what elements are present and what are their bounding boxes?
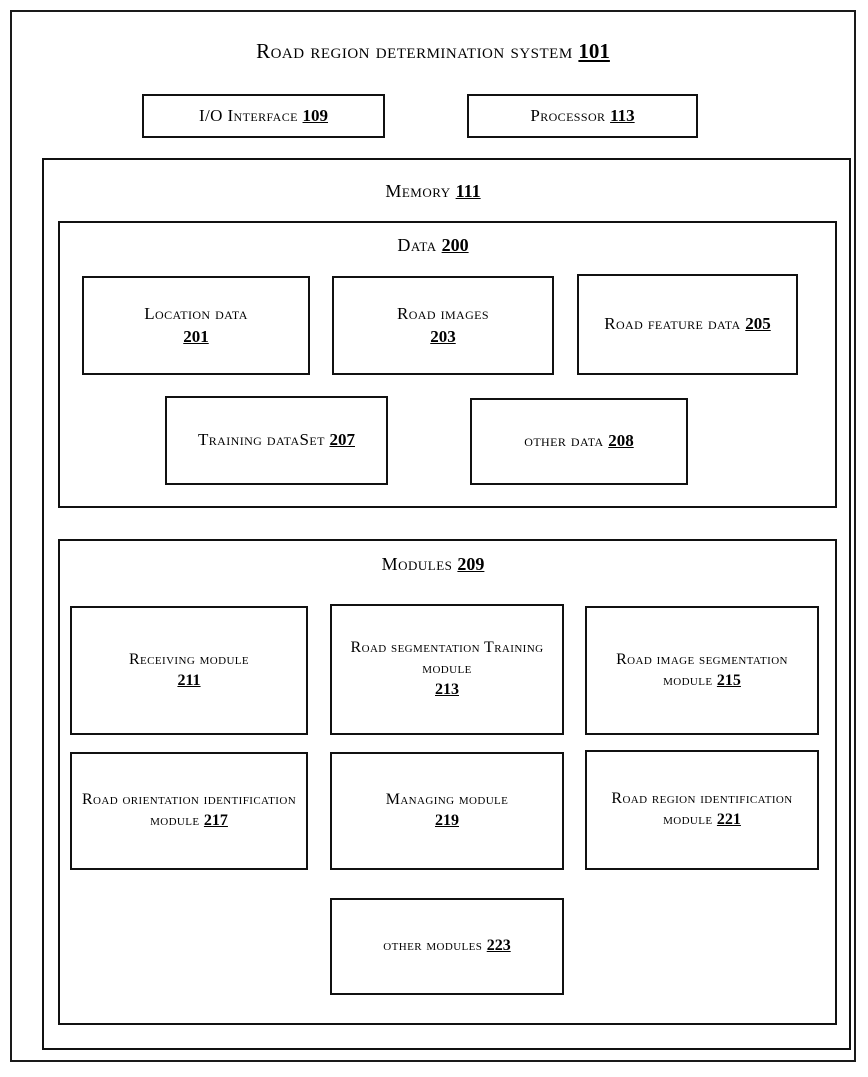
processor-box[interactable]: Processor 113 xyxy=(467,94,698,138)
other-data-box[interactable]: other data 208 xyxy=(470,398,688,485)
processor-ref: 113 xyxy=(610,105,635,125)
training-dataset-ref: 207 xyxy=(329,430,356,450)
io-interface-text: I/O Interface xyxy=(198,105,298,125)
receiving-module-text: Receiving module xyxy=(128,650,250,668)
other-modules-label: other modules 223 xyxy=(383,936,510,957)
managing-module-label: Managing module 219 xyxy=(386,790,509,832)
road-segmentation-training-module-box[interactable]: Road segmentation Training module 213 xyxy=(330,604,564,735)
processor-text: Processor xyxy=(530,105,606,125)
road-feature-data-ref: 205 xyxy=(745,314,771,334)
road-image-segmentation-module-ref: 215 xyxy=(716,671,741,689)
system-outer-frame: Road region determination system 101 I/O… xyxy=(10,10,856,1062)
road-segmentation-training-module-ref: 213 xyxy=(435,680,459,698)
road-segmentation-training-module-text: Road segmentation Training module xyxy=(350,639,544,678)
modules-title: Modules 209 xyxy=(12,553,854,576)
processor-label: Processor 113 xyxy=(530,105,634,127)
system-title-text: Road region determination system xyxy=(256,39,573,63)
road-region-identification-module-ref: 221 xyxy=(716,811,741,828)
road-region-identification-module-text: Road region identification module xyxy=(611,790,793,828)
road-images-label: Road images 203 xyxy=(397,303,489,347)
road-images-ref: 203 xyxy=(430,326,456,346)
location-data-box[interactable]: Location data 201 xyxy=(82,276,310,375)
road-image-segmentation-module-box[interactable]: Road image segmentation module 215 xyxy=(585,606,819,735)
receiving-module-label: Receiving module 211 xyxy=(129,650,249,692)
io-interface-label: I/O Interface 109 xyxy=(199,105,328,127)
road-orientation-identification-module-text: Road orientation identification module xyxy=(81,791,297,829)
road-images-box[interactable]: Road images 203 xyxy=(332,276,554,375)
road-orientation-identification-module-ref: 217 xyxy=(203,812,228,829)
memory-title-text: Memory xyxy=(385,181,451,201)
other-modules-box[interactable]: other modules 223 xyxy=(330,898,564,995)
road-orientation-identification-module-label: Road orientation identification module 2… xyxy=(78,790,300,832)
io-interface-box[interactable]: I/O Interface 109 xyxy=(142,94,385,138)
data-title-text: Data xyxy=(397,235,437,255)
memory-title: Memory 111 xyxy=(12,180,854,203)
data-title: Data 200 xyxy=(12,234,854,257)
road-orientation-identification-module-box[interactable]: Road orientation identification module 2… xyxy=(70,752,308,870)
managing-module-text: Managing module xyxy=(385,791,509,809)
other-data-text: other data xyxy=(524,431,604,451)
memory-title-ref: 111 xyxy=(455,181,481,201)
road-feature-data-text: Road feature data xyxy=(604,314,741,334)
road-segmentation-training-module-label: Road segmentation Training module 213 xyxy=(338,638,556,700)
managing-module-box[interactable]: Managing module 219 xyxy=(330,752,564,870)
training-dataset-box[interactable]: Training dataSet 207 xyxy=(165,396,388,485)
io-interface-ref: 109 xyxy=(302,105,329,125)
receiving-module-box[interactable]: Receiving module 211 xyxy=(70,606,308,735)
other-data-label: other data 208 xyxy=(524,430,633,452)
road-image-segmentation-module-label: Road image segmentation module 215 xyxy=(593,650,811,692)
road-region-identification-module-label: Road region identification module 221 xyxy=(593,789,811,831)
managing-module-ref: 219 xyxy=(434,812,459,829)
page-title: Road region determination system 101 xyxy=(12,38,854,65)
training-dataset-text: Training dataSet xyxy=(197,430,325,450)
road-feature-data-box[interactable]: Road feature data 205 xyxy=(577,274,798,375)
other-modules-text: other modules xyxy=(383,937,483,955)
other-data-ref: 208 xyxy=(608,431,634,451)
system-title-ref: 101 xyxy=(578,39,610,63)
training-dataset-label: Training dataSet 207 xyxy=(198,429,355,451)
road-feature-data-label: Road feature data 205 xyxy=(604,313,771,335)
data-title-ref: 200 xyxy=(441,235,469,255)
receiving-module-ref: 211 xyxy=(177,671,201,689)
location-data-text: Location data xyxy=(144,304,248,324)
road-images-text: Road images xyxy=(397,304,489,324)
road-image-segmentation-module-text: Road image segmentation module xyxy=(616,650,788,689)
location-data-ref: 201 xyxy=(183,326,209,346)
location-data-label: Location data 201 xyxy=(144,303,248,347)
other-modules-ref: 223 xyxy=(486,937,511,955)
road-region-identification-module-box[interactable]: Road region identification module 221 xyxy=(585,750,819,870)
modules-title-ref: 209 xyxy=(457,554,485,574)
modules-title-text: Modules xyxy=(381,554,453,574)
